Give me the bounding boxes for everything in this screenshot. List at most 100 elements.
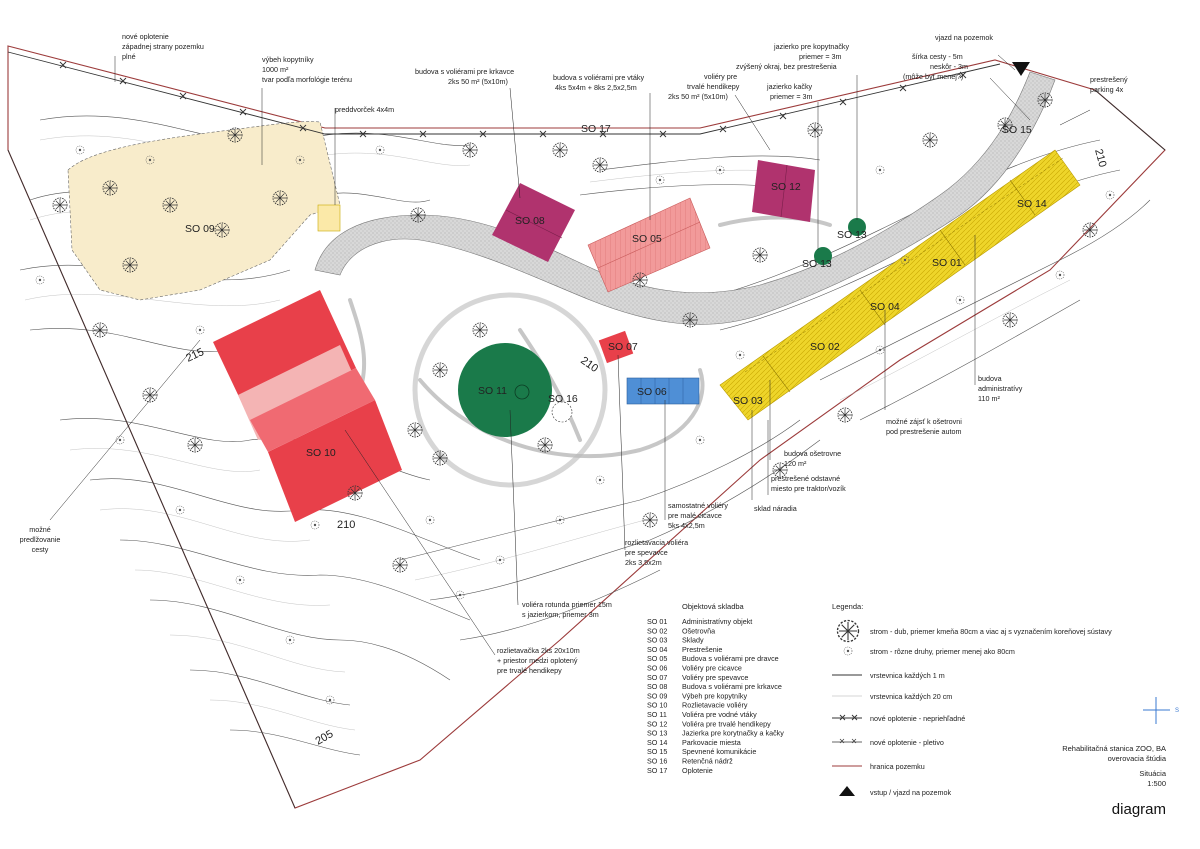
- label-so09: SO 09: [185, 223, 215, 235]
- annotation-tractor: prestrešené odstavné miesto pre traktor/…: [771, 474, 846, 493]
- svg-text:voliéry pre: voliéry pre: [704, 72, 737, 81]
- label-so13b: SO 13: [802, 258, 832, 270]
- forecourt-box: [317, 204, 341, 232]
- annotation-road-width: šírka cesty - 5m neskôr - 3m (môže byť m…: [903, 52, 968, 81]
- composition-name: Výbeh pre kopytníky: [682, 691, 748, 700]
- label-so06: SO 06: [637, 386, 667, 398]
- leader-lines: [49, 54, 1091, 656]
- svg-text:nové oplotenie: nové oplotenie: [122, 32, 169, 41]
- annotation-owl-aviaries: samostatné voliéry pre malé cicavce 5ks …: [668, 501, 728, 530]
- label-so07: SO 07: [608, 341, 638, 353]
- composition-code: SO 06: [647, 664, 667, 673]
- access-road: [314, 71, 1056, 325]
- svg-text:tvar podľa morfológie terénu: tvar podľa morfológie terénu: [262, 75, 352, 84]
- svg-text:prestrešený: prestrešený: [1090, 75, 1128, 84]
- label-so16: SO 16: [548, 393, 578, 405]
- composition-name: Rozlietavacie voliéry: [682, 701, 748, 710]
- composition-name: Ošetrovňa: [682, 626, 715, 635]
- contour-label-210-a: 210: [337, 519, 355, 531]
- legend-item-label: vstup / vjazd na pozemok: [870, 788, 952, 797]
- label-so11: SO 11: [478, 385, 507, 397]
- composition-code: SO 12: [647, 719, 667, 728]
- composition-code: SO 14: [647, 738, 667, 747]
- svg-text:120 m²: 120 m²: [784, 459, 807, 468]
- svg-text:západnej strany pozemku: západnej strany pozemku: [122, 42, 204, 51]
- legend-title: Legenda:: [832, 602, 863, 611]
- svg-text:plné: plné: [122, 52, 136, 61]
- contour-label-205: 205: [314, 728, 336, 748]
- north-symbol-label: S: [1175, 708, 1179, 714]
- svg-text:neskôr - 3m: neskôr - 3m: [930, 62, 968, 71]
- label-so10: SO 10: [306, 447, 336, 459]
- svg-text:vjazd na pozemok: vjazd na pozemok: [935, 33, 993, 42]
- composition-name: Retenčná nádrž: [682, 757, 733, 766]
- legend-fence-opaque: [832, 714, 862, 721]
- annotation-forecourt: preddvorček 4x4m: [335, 105, 394, 114]
- annotation-tools: sklad náradia: [754, 504, 797, 513]
- annotation-birds-of-prey: budova s voliérami pre vtáky 4ks 5x4m + …: [553, 73, 644, 92]
- annotation-handicap: voliéry pre trvalé hendikepy 2ks 50 m² (…: [668, 72, 740, 101]
- svg-text:budova ošetrovne: budova ošetrovne: [784, 449, 841, 458]
- label-so15: SO 15: [1002, 124, 1032, 136]
- svg-text:cesty: cesty: [32, 545, 49, 554]
- svg-text:možné zájsť k ošetrovni: možné zájsť k ošetrovni: [886, 417, 962, 426]
- label-so12: SO 12: [771, 181, 801, 193]
- composition-code: SO 16: [647, 757, 667, 766]
- contour-label-215: 215: [184, 346, 206, 365]
- label-so04: SO 04: [870, 301, 900, 313]
- svg-text:miesto pre traktor/vozík: miesto pre traktor/vozík: [771, 484, 846, 493]
- composition-name: Prestrešenie: [682, 645, 722, 654]
- composition-name: Oplotenie: [682, 766, 713, 775]
- svg-text:1:500: 1:500: [1147, 779, 1166, 788]
- svg-text:2ks 3,5x2m: 2ks 3,5x2m: [625, 558, 662, 567]
- svg-text:zvýšený okraj, bez prestrešeni: zvýšený okraj, bez prestrešenia: [736, 62, 837, 71]
- annotation-crows: budova s voliérami pre krkavce 2ks 50 m²…: [415, 67, 514, 86]
- composition-code: SO 03: [647, 636, 667, 645]
- composition-code: SO 09: [647, 691, 667, 700]
- legend-item-label: strom - dub, priemer kmeňa 80cm a viac a…: [870, 627, 1112, 636]
- annotation-drive-in: možné zájsť k ošetrovni pod prestrešenie…: [886, 417, 962, 436]
- svg-text:jazierko pre kopytnačky: jazierko pre kopytnačky: [773, 42, 850, 51]
- svg-text:samostatné voliéry: samostatné voliéry: [668, 501, 728, 510]
- svg-text:priemer = 3m: priemer = 3m: [770, 92, 813, 101]
- label-so14: SO 14: [1017, 198, 1047, 210]
- composition-name: Voliéry pre cicavce: [682, 664, 742, 673]
- annotation-clinic: budova ošetrovne 120 m²: [784, 449, 841, 468]
- svg-text:jazierko kačky: jazierko kačky: [766, 82, 813, 91]
- svg-text:rozlietavacia voliéra: rozlietavacia voliéra: [625, 538, 688, 547]
- composition-code: SO 10: [647, 701, 667, 710]
- so05-building: [587, 197, 711, 293]
- svg-text:výbeh kopytníky: výbeh kopytníky: [262, 55, 314, 64]
- svg-text:preddvorček 4x4m: preddvorček 4x4m: [335, 105, 394, 114]
- legend: Legenda: strom - dub, priemer kmeňa 80cm…: [832, 602, 1112, 797]
- composition-name: Spevnené komunikácie: [682, 747, 756, 756]
- so13-pond-kacky: [814, 247, 832, 265]
- svg-text:pre spevavce: pre spevavce: [625, 548, 668, 557]
- svg-text:šírka cesty - 5m: šírka cesty - 5m: [912, 52, 963, 61]
- composition-code: SO 13: [647, 729, 667, 738]
- label-so02: SO 02: [810, 341, 840, 353]
- annotation-parking: prestrešený parking 4x: [1090, 75, 1128, 94]
- so16-retention: [551, 401, 573, 423]
- composition-code: SO 08: [647, 682, 667, 691]
- label-so17: SO 17: [581, 123, 611, 135]
- composition-code: SO 17: [647, 766, 667, 775]
- legend-item-label: hranica pozemku: [870, 762, 925, 771]
- label-so03: SO 03: [733, 395, 763, 407]
- legend-item-label: strom - rôzne druhy, priemer menej ako 8…: [870, 647, 1015, 656]
- north-arrow: [1143, 697, 1170, 724]
- svg-text:overovacia štúdia: overovacia štúdia: [1108, 754, 1167, 763]
- composition-name: Budova s voliérami pre dravce: [682, 654, 779, 663]
- entry-marker: [1012, 62, 1030, 76]
- composition-code: SO 02: [647, 626, 667, 635]
- legend-fence-mesh: [832, 738, 862, 744]
- annotation-fence-west: nové oplotenie západnej strany pozemku p…: [122, 32, 204, 61]
- composition-name: Voliéra pre trvalé hendikepy: [682, 719, 771, 728]
- annotation-entry: vjazd na pozemok: [935, 33, 993, 42]
- composition-name: Budova s voliérami pre krkavce: [682, 682, 782, 691]
- svg-text:1000 m²: 1000 m²: [262, 65, 289, 74]
- annotation-hoof-pond: jazierko pre kopytnačky priemer = 3m zvý…: [736, 42, 850, 71]
- svg-text:parking 4x: parking 4x: [1090, 85, 1124, 94]
- svg-text:pre malé cicavce: pre malé cicavce: [668, 511, 722, 520]
